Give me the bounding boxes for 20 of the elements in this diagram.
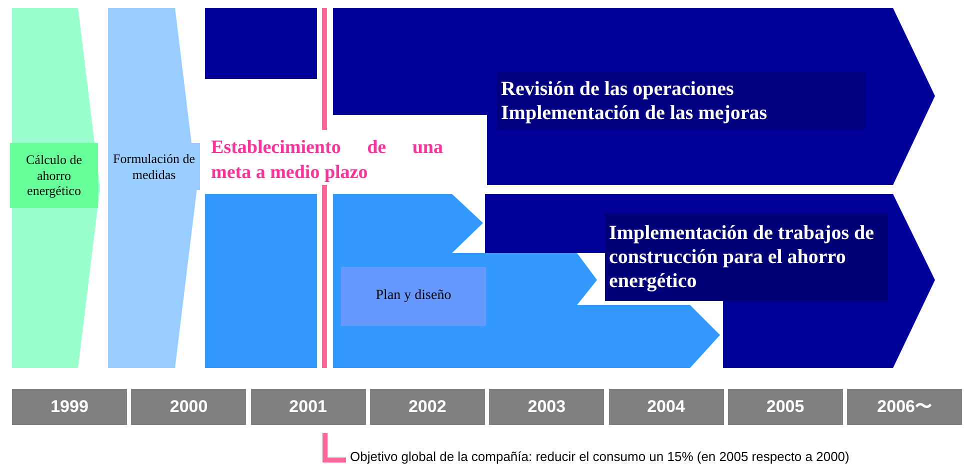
phase-box	[341, 267, 486, 326]
phase-label: Implementación de las mejoras	[501, 101, 768, 125]
year-cell: 2004	[608, 389, 724, 425]
year-cell: 2005	[728, 389, 843, 425]
year-cell: 1999	[12, 389, 127, 425]
goal-note: Objetivo global de la compañía: reducir el consumo un 15% (en 2005 respecto a 2000)	[350, 449, 850, 465]
phase-label: Formulación de medidas	[112, 150, 196, 182]
phase-label: Implementación de trabajos de construcción para el ahorro energético	[609, 221, 875, 293]
phase-box	[497, 72, 865, 130]
milestone-label: Establecimiento de una meta a medio plazo	[211, 136, 443, 185]
year-cell: 2002	[370, 389, 485, 425]
phase-label: Plan y diseño	[374, 288, 452, 305]
year-cell: 2006〜	[847, 389, 962, 425]
year-cell: 2000	[131, 389, 246, 425]
phase-box	[10, 143, 98, 208]
year-cell: 2001	[250, 389, 366, 425]
phase-label: Cálculo de ahorro energético	[25, 152, 83, 199]
phase-box	[605, 213, 888, 301]
phase-label: Revisión de las operaciones	[501, 77, 735, 101]
year-cell: 2003	[489, 389, 604, 425]
